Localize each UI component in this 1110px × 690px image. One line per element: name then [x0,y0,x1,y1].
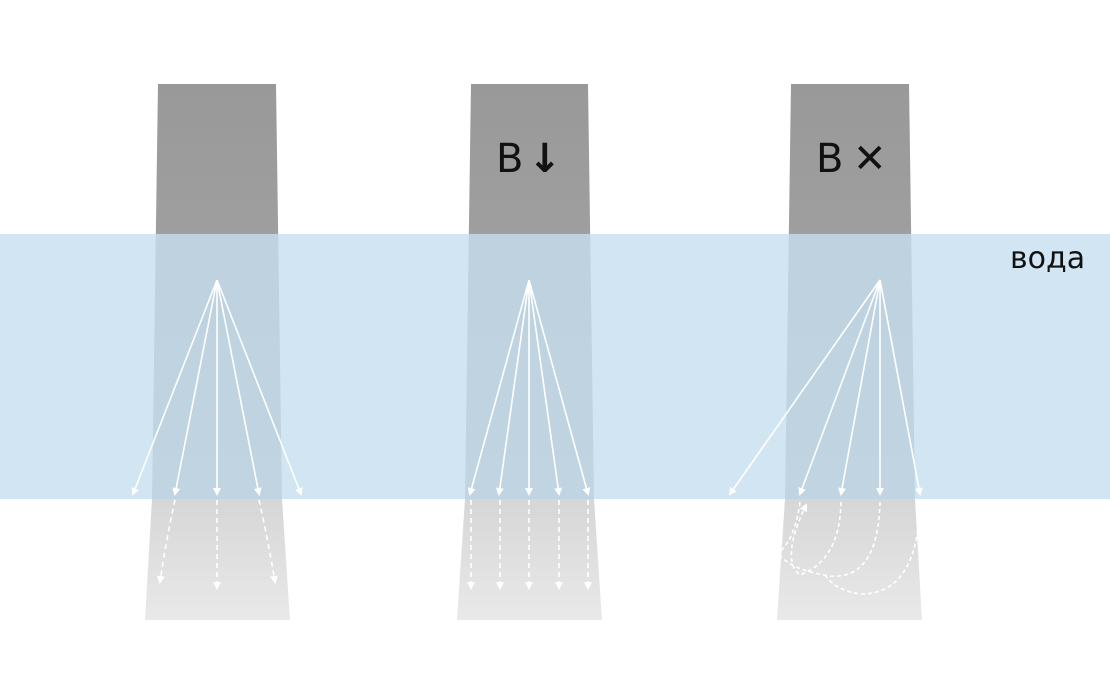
rays-column-2 [467,279,592,590]
arrow-down-icon: ↓ [528,136,562,182]
water-band [0,234,1110,499]
water-label: вода [1010,241,1085,276]
rays-column-3 [728,279,923,595]
column-3-letter: B [816,136,843,182]
cross-icon: ✕ [853,136,887,182]
column-2-letter: B [496,136,523,182]
rays-column-1 [131,279,303,590]
